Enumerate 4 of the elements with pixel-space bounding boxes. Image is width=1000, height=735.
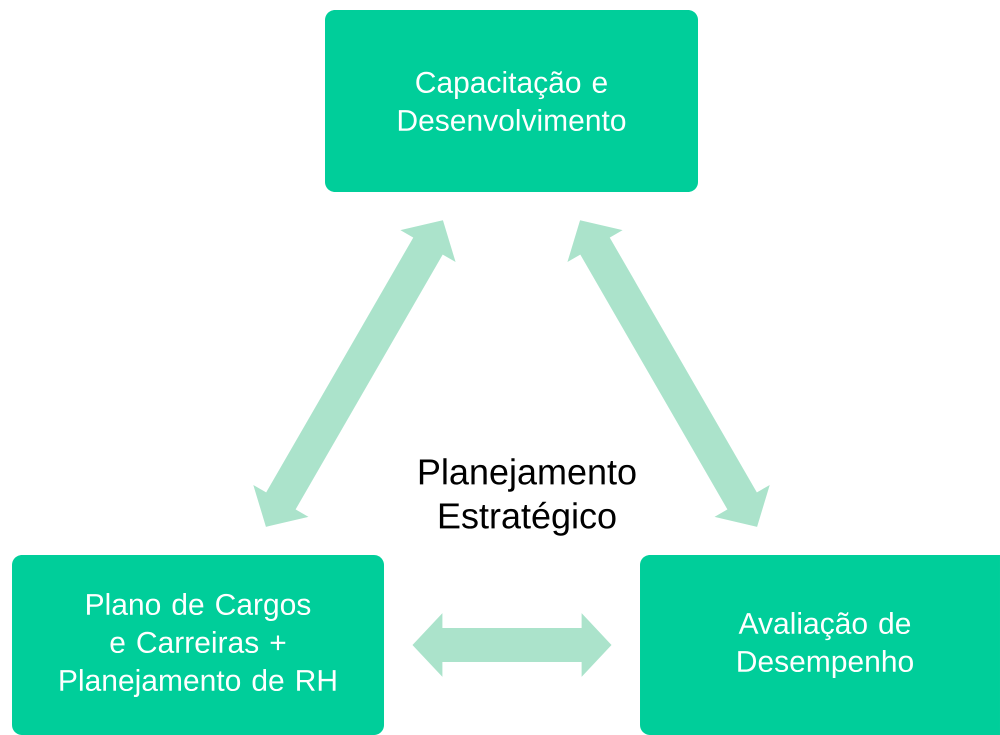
process-box: Capacitação e Desenvolvimento xyxy=(325,10,698,192)
center-label: Planejamento Estratégico xyxy=(420,458,636,536)
process-box: Avaliação de Desempenho xyxy=(640,555,1000,735)
process-box: Plano de Cargos e Carreiras + Planejamento de RH xyxy=(12,555,384,735)
